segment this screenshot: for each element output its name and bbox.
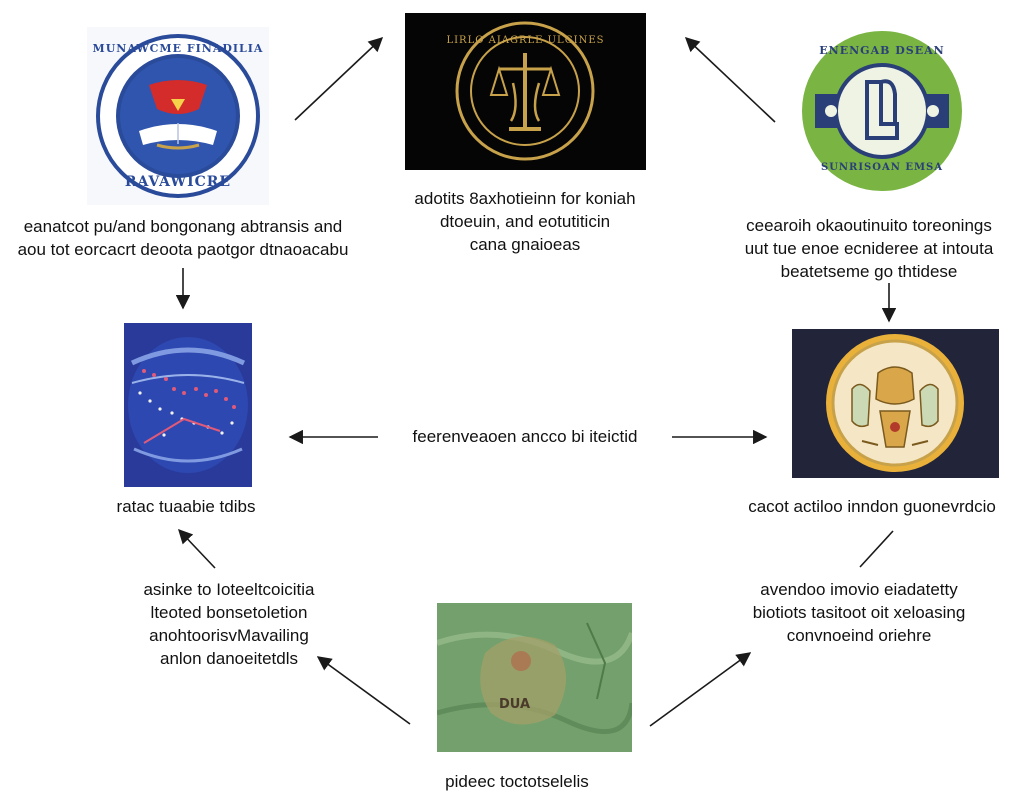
caption-line: pideec toctotselelis bbox=[445, 772, 589, 791]
arrow-middleright-to-bottomright bbox=[859, 530, 894, 568]
arrow-bottomcenter-to-bottomright bbox=[649, 652, 752, 727]
arrow-topright-to-topcenter bbox=[684, 37, 776, 123]
caption-line: cana gnaioeas bbox=[469, 235, 581, 254]
caption-line: feerenveaoen ancco bi iteictid bbox=[412, 427, 638, 446]
caption-bottom-center: pideec toctotselelis bbox=[404, 770, 630, 793]
university-seal-ring-text: MUNAWCME FINADILIA bbox=[92, 42, 264, 55]
university-seal-image: MUNAWCME FINADILIA RAVAWICRE bbox=[87, 27, 269, 205]
caption-line: avendoo imovio eiadatetty bbox=[760, 580, 958, 599]
gold-scales-emblem-image: LIRLO AIAGRLE ULGINES bbox=[405, 13, 646, 170]
globe-network-image bbox=[124, 323, 252, 487]
caption-top-center: adotits 8axhotieinn for koniah dtoeuin, … bbox=[366, 187, 684, 256]
caption-line: anlon danoeitetdls bbox=[159, 649, 298, 668]
caption-line: asinke to Ioteeltcoicitia bbox=[143, 580, 315, 599]
caption-line: ratac tuaabie tdibs bbox=[116, 497, 256, 516]
caption-bottom-left: asinke to Ioteeltcoicitia lteoted bonset… bbox=[120, 578, 338, 670]
caption-line: anohtoorisvMavailing bbox=[149, 626, 309, 645]
ornate-gold-seal-image bbox=[792, 329, 999, 478]
caption-line: dtoeuin, and eotutiticin bbox=[439, 212, 611, 231]
green-map-image: DUA bbox=[437, 603, 632, 752]
caption-middle-left: ratac tuaabie tdibs bbox=[98, 495, 274, 518]
caption-top-right: ceearoih okaoutinuito toreonings uut tue… bbox=[714, 214, 1024, 283]
caption-middle-center: feerenveaoen ancco bi iteictid bbox=[380, 425, 670, 448]
caption-line: uut tue enoe ecnideree at intouta bbox=[744, 239, 994, 258]
caption-top-left: eanatcot pu/and bongonang abtransis and … bbox=[0, 215, 366, 261]
caption-line: adotits 8axhotieinn for koniah bbox=[414, 189, 636, 208]
arrow-bottomleft-up bbox=[178, 528, 216, 569]
caption-line: aou tot eorcacrt deoota paotgor dtnaoaca… bbox=[17, 240, 349, 259]
caption-line: convnoeind oriehre bbox=[786, 626, 932, 645]
caption-line: cacot actiloo inndon guonevrdcio bbox=[748, 497, 996, 516]
caption-bottom-right: avendoo imovio eiadatetty biotiots tasit… bbox=[714, 578, 1004, 647]
arrow-topleft-to-topcenter bbox=[294, 37, 384, 121]
caption-line: eanatcot pu/and bongonang abtransis and bbox=[23, 217, 343, 236]
caption-line: beatetseme go thtidese bbox=[780, 262, 958, 281]
caption-line: lteoted bonsetoletion bbox=[150, 603, 308, 622]
caption-line: ceearoih okaoutinuito toreonings bbox=[746, 216, 992, 235]
gold-emblem-ring-text: LIRLO AIAGRLE ULGINES bbox=[446, 35, 605, 46]
map-label: DUA bbox=[499, 697, 531, 712]
green-emblem-bottom-text: SUNRISOAN EMSA bbox=[820, 162, 944, 173]
caption-middle-right: cacot actiloo inndon guonevrdcio bbox=[720, 495, 1024, 518]
caption-line: biotiots tasitoot oit xeloasing bbox=[752, 603, 966, 622]
arrow-bottomcenter-to-bottomleft bbox=[316, 656, 411, 725]
green-association-emblem-image: ENENGAB DSEAN SUNRISOAN EMSA bbox=[797, 26, 967, 196]
university-seal-bottom-text: RAVAWICRE bbox=[124, 174, 232, 190]
green-emblem-ring-text: ENENGAB DSEAN bbox=[819, 44, 945, 57]
